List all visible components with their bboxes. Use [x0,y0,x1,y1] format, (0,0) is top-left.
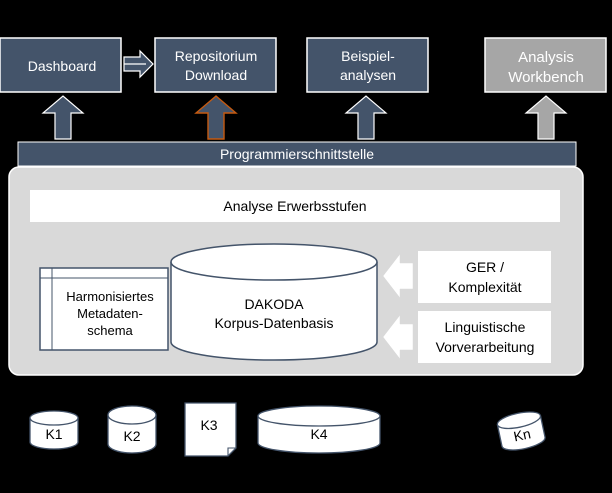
corpus-k2-label: K2 [123,428,140,444]
up-arrow-workbench [524,95,568,140]
corpus-k3-label: K3 [200,417,217,433]
api-bar: Programmierschnittstelle [17,141,577,167]
corpus-k1-label: K1 [45,426,62,442]
workbench-line2: Workbench [508,69,584,86]
schema-line1: Harmonisiertes [66,289,154,304]
ger-line2: Komplexität [448,279,521,295]
dashboard-to-repository-arrow [123,49,154,79]
ger-complexity-box: GER / Komplexität [418,251,551,303]
corpus-kn-label: Kn [512,425,532,444]
corpus-k1: K1 [29,410,79,450]
schema-line2: Metadaten- [77,306,143,321]
corpus-k3-document: K3 [184,402,237,457]
corpus-kn: Kn [496,411,546,451]
api-bar-label: Programmierschnittstelle [220,146,374,162]
analysis-stages-bar: Analyse Erwerbsstufen [30,190,560,222]
arrow-ger-to-db [382,253,414,299]
arrow-preproc-to-db [382,314,414,360]
up-arrow-repository [194,95,238,140]
database-line1: DAKODA [244,296,304,312]
repository-download-box: Repositorium Download [154,37,277,93]
repository-label-line1: Repositorium [175,48,257,64]
example-analyses-box: Beispiel- analysen [306,37,429,93]
example-analyses-line2: analysen [340,67,396,83]
preproc-line1: Linguistische [445,319,526,335]
schema-line3: schema [87,323,133,338]
corpus-k2: K2 [107,405,157,454]
analysis-workbench-box: Analysis Workbench [484,37,607,93]
corpus-k4: K4 [257,405,381,454]
up-arrow-examples [344,95,388,140]
ger-line1: GER / [466,259,504,275]
corpus-k4-label: K4 [310,426,327,442]
metadata-schema-box: Harmonisiertes Metadaten- schema [39,267,169,351]
preproc-line2: Vorverarbeitung [436,339,535,355]
linguistic-preprocessing-box: Linguistische Vorverarbeitung [418,311,551,363]
workbench-line1: Analysis [518,49,574,66]
database-cylinder: DAKODA Korpus-Datenbasis [170,243,378,361]
database-line2: Korpus-Datenbasis [214,315,333,331]
dashboard-box: Dashboard [0,37,122,93]
up-arrow-dashboard [41,95,85,140]
repository-label-line2: Download [185,67,247,83]
analysis-stages-label: Analyse Erwerbsstufen [223,198,366,214]
dashboard-label: Dashboard [28,58,97,74]
example-analyses-line1: Beispiel- [341,48,395,64]
